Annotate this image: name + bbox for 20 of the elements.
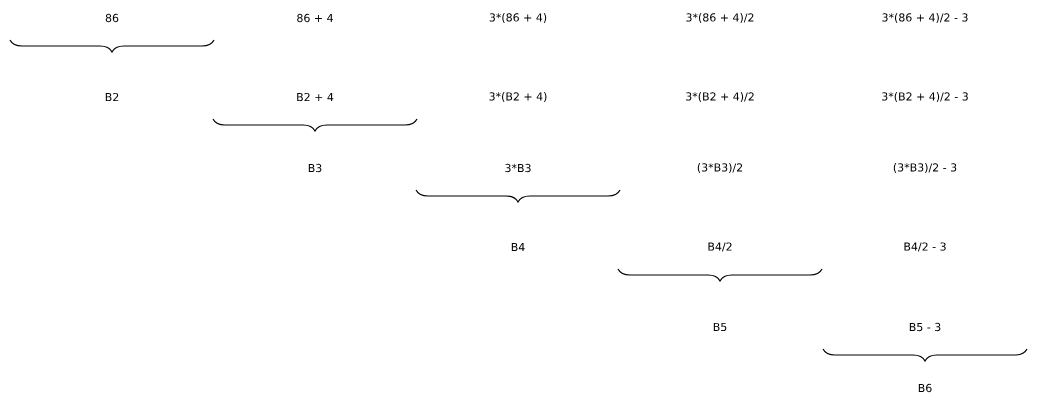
expression-text: (3*B3)/2 (697, 163, 743, 173)
expression-text: B6 (918, 383, 932, 393)
expression-text: B4/2 - 3 (904, 242, 946, 252)
expression-text: B3 (308, 163, 322, 173)
expression-text: 86 + 4 (297, 13, 333, 23)
expression-text: B2 + 4 (297, 92, 334, 102)
expression-text: B5 - 3 (909, 322, 941, 332)
expression-text: 3*B3 (505, 163, 531, 173)
expression-text: 3*(B2 + 4) (489, 92, 547, 102)
expression-text: B4/2 (708, 242, 732, 252)
expression-text: B5 (713, 322, 727, 332)
expression-text: 3*(86 + 4)/2 (686, 13, 754, 23)
expression-text: B4 (511, 243, 525, 251)
expression-text: 3*(86 + 4) (489, 13, 547, 23)
expression-text: 3*(B2 + 4)/2 - 3 (882, 92, 968, 102)
expression-text: 3*(86 + 4)/2 - 3 (882, 13, 968, 23)
expression-text: (3*B3)/2 - 3 (893, 163, 957, 173)
expression-text: 3*(B2 + 4)/2 (686, 92, 754, 102)
expression-text: 86 (105, 13, 119, 23)
expression-text: B2 (105, 92, 119, 102)
